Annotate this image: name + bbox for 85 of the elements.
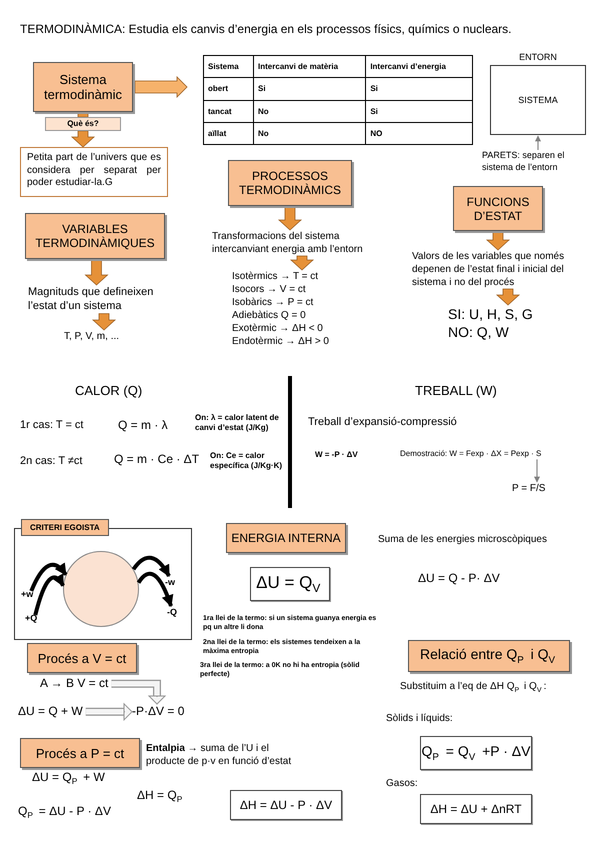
note-text: Entalpia → suma de l’U i el producte de p·v en funció d’estat [146,743,292,768]
title: TERMODINÀMICA: Estudia els canvis d’energia en els processos físics, químics o nuclears. [20,22,512,36]
note-text: ΔU = Q + W [18,704,83,720]
table-cell: NO [366,122,472,144]
note-text: PARETS: separen el sistema de l’entorn [482,150,590,174]
formula-line: NO: Q, W [448,323,510,342]
arrow [111,680,166,705]
arrow [132,556,171,578]
note-text: -w [165,577,175,589]
formula-line: Adiebàtics Q = 0 [232,309,307,322]
arrow [486,230,510,251]
arrow [535,135,541,150]
note-text: -Q [167,607,177,619]
note-text: -P·ΔV = 0 [132,704,184,720]
note-text: Suma de les energies microscòpiques [378,534,548,546]
arrow [70,130,96,148]
arrow [92,313,116,331]
note-text: A → B V = ct [40,676,108,692]
table-cell: Si [254,78,366,100]
note-text: TREBALL (W) [415,383,498,400]
note-text: ΔU = Q - P· ΔV [418,571,501,586]
system-box: SISTEMA [490,65,586,135]
note-text: On: Ce = calor específica (J/Kg·K) [210,451,284,471]
arrow [134,76,188,98]
panel-tab: CRITERI EGOISTA [21,519,109,536]
formula-line: SI: U, H, S, G [448,305,534,324]
table-cell: obert [204,78,254,100]
note-text: Demostració: W = Fexp · ΔX = Pexp · S [400,449,590,460]
formula-box: ΔH = ΔU - P · ΔV [230,790,342,820]
arrow [78,112,88,118]
arrow [84,258,109,286]
note-text: ΔH = Q$_{P}$ [137,788,184,805]
arrow [278,206,302,231]
note-text: 1r cas: T = ct [20,419,84,433]
definition-box: Petita part de l’univers que es considera per separat per poder estudiar-la.G [20,147,168,197]
note-text: Substituim a l’eq de ΔH Q$_{P}$ i Q$_{V}$: [400,681,548,696]
formula-line: Isobàrics → P = ct [232,296,314,309]
arrow [29,562,68,592]
note-text: Magnituds que defineixen l’estat d’un sistema [28,285,168,314]
note-text: Treball d’expansió-compressió [308,416,458,430]
data-table [203,55,473,145]
table-cell: tancat [204,100,254,122]
formula-line: Endotèrmic → ΔH > 0 [232,335,330,348]
formula-box: ΔH = ΔU + ΔnRT [420,794,532,824]
arrow [86,702,133,721]
note-text: +Q [25,613,38,625]
table-cell: No [254,122,366,144]
arrow [290,256,314,271]
heading-text: ENTORN [518,52,558,64]
heading-box: Procés a V = ct [27,643,137,673]
formula-box: ΔU = Q$_{V}$ [250,567,330,601]
question-label: Què és? [45,117,121,131]
note-text: T, P, V, m, ... [64,330,144,343]
note-text: Q$_{P}$ = ΔU - P · ΔV [18,804,112,821]
table-cell: Sistema [204,56,254,78]
table-cell: Intercanvi d’energia [366,56,472,78]
table-cell: No [254,100,366,122]
heading-box: Relació entre Q$_{P}$ i Q$_{V}$ [408,640,570,672]
heading-box: FUNCIONS D’ESTAT [453,186,543,231]
note-text: CALOR (Q) [75,383,144,400]
heading-box: Sistema termodinàmic [33,62,133,112]
table-cell: Intercanvi de matèria [254,56,366,78]
note-text: P = F/S [512,482,562,495]
table-cell: Si [366,78,472,100]
arrow [496,288,520,306]
heading-box: ENERGIA INTERNA [226,523,346,553]
note-text: 2n cas: T ≠ct [20,455,84,469]
heading-box: VARIABLES TERMODINÀMIQUES [25,213,165,259]
note-text: Sòlids i líquids: [386,713,454,726]
formula-line: Exotèrmic → ΔH < 0 [232,322,324,335]
heading-box: PROCESSOS TERMODINÀMICS [228,160,352,206]
formula-line: Isotèrmics → T = ct [232,270,320,283]
note-text: On: λ = calor latent de canvi d’estat (J/Kg) [195,413,280,433]
note-text: Gasos: [386,778,419,790]
table-cell: Si [366,100,472,122]
note-text: +w [21,589,34,601]
note-text: Transformacions del sistema intercanviant energia amb l’entorn [212,230,387,256]
table-cell: aïllat [204,122,254,144]
arrow [534,458,540,483]
formula-box: Q$_{P}$ = Q$_{V}$ +P · ΔV [420,736,532,770]
formula-line: Isocors → V = ct [232,283,307,296]
heading-box: Procés a P = ct [20,738,140,768]
note-text: Valors de les variables que només depenen de l’estat final i inicial del sistema i no del procés [412,250,594,289]
arrow [136,572,174,608]
note-text: ΔU = Q$_{P}$ + W [32,770,106,787]
